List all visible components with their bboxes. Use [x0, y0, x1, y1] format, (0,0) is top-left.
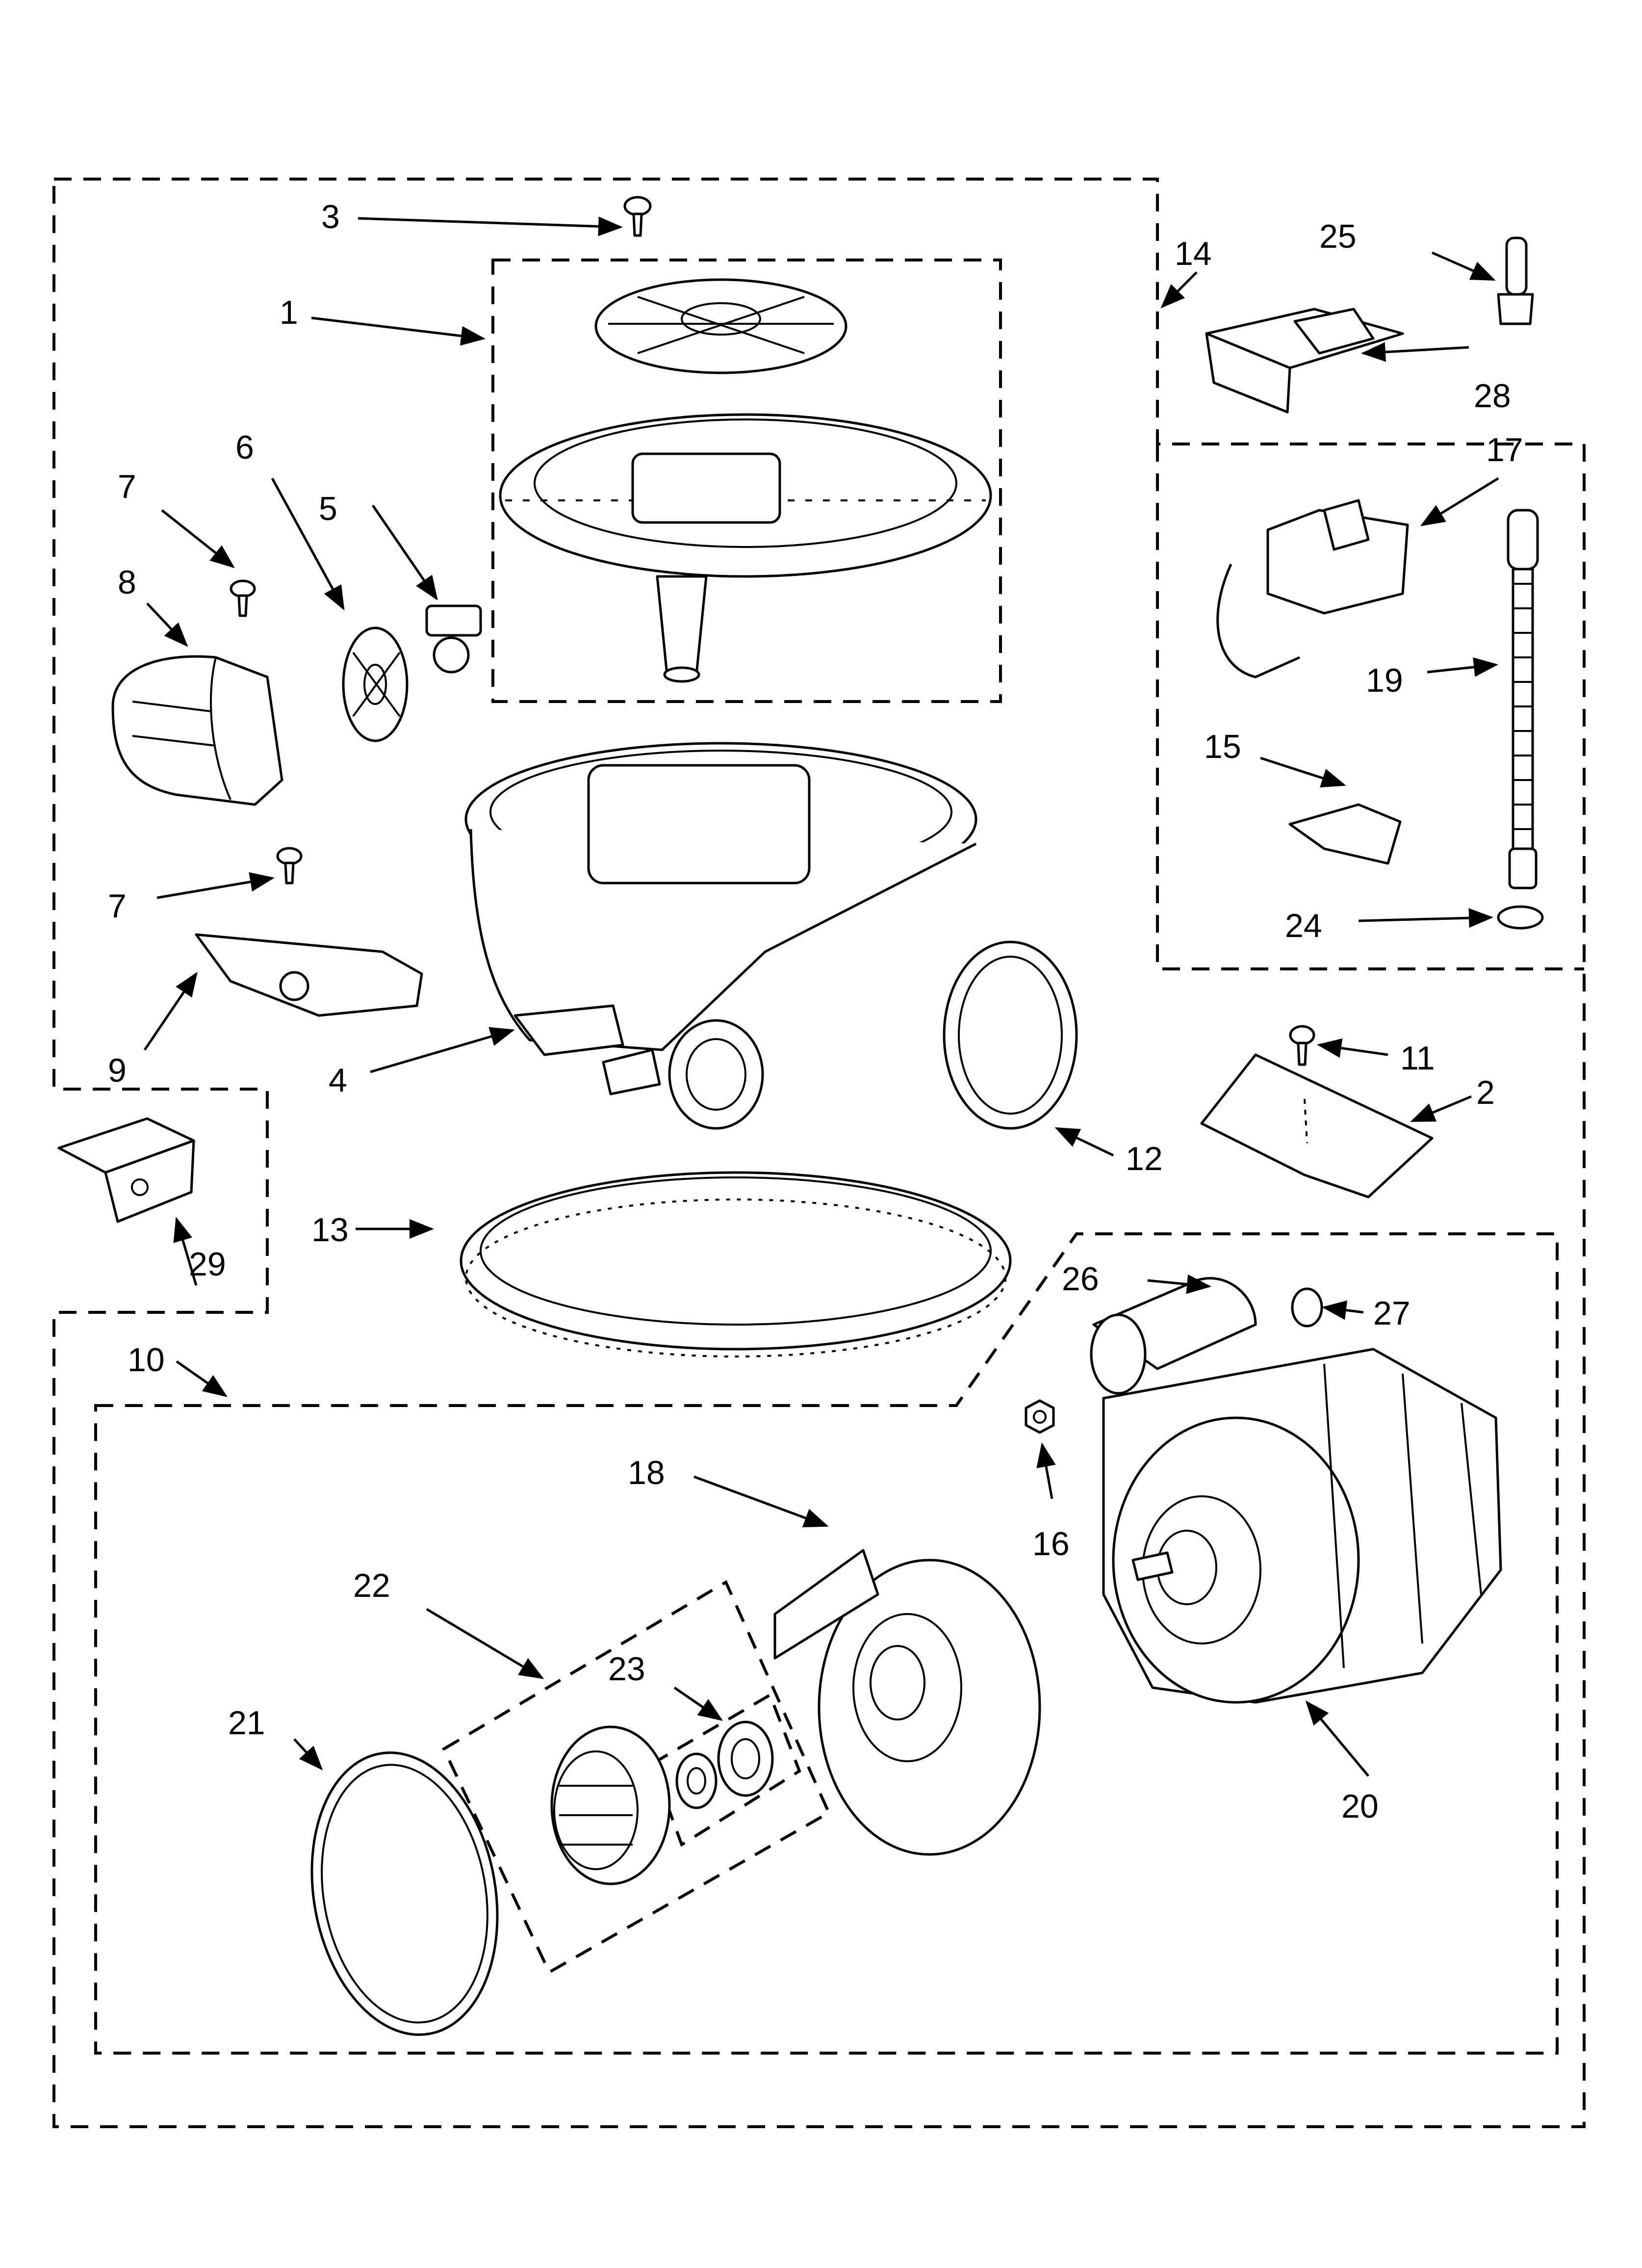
group-1-boundary	[491, 259, 1002, 703]
part-26-capacitor	[1090, 1277, 1257, 1395]
callout-13: 13	[311, 1211, 349, 1249]
callout-25: 25	[1319, 218, 1357, 255]
callout-2: 2	[1476, 1074, 1495, 1111]
callout-20: 20	[1341, 1788, 1379, 1825]
group-10-boundary	[94, 1232, 1559, 2055]
callout-10: 10	[128, 1341, 165, 1379]
part-23-seal-kit	[675, 1721, 774, 1809]
part-19-hose	[1507, 509, 1539, 889]
callout-8: 8	[118, 564, 136, 601]
part-27-cap	[1291, 1287, 1323, 1328]
callout-11: 11	[1400, 1040, 1435, 1077]
part-8-cover	[111, 655, 283, 806]
callout-19: 19	[1366, 662, 1403, 699]
callout-1: 1	[280, 294, 298, 331]
callout-23: 23	[608, 1650, 645, 1688]
part-18-pump-housing	[773, 1549, 1041, 1856]
group-23-boundary	[650, 1693, 801, 1847]
callout-24: 24	[1285, 907, 1322, 944]
callout-6: 6	[235, 429, 254, 466]
callout-29: 29	[189, 1246, 226, 1283]
part-1-spray-arm-assembly	[499, 278, 992, 683]
part-21-o-ring	[310, 1751, 499, 2036]
callout-3: 3	[321, 198, 340, 235]
callout-labels: 1 2 3 4 5 6 7 7 8 9 10 11 12 13 14 15 16…	[108, 198, 1523, 1825]
callout-4: 4	[329, 1062, 347, 1099]
part-29-bracket	[57, 1117, 195, 1223]
callout-27: 27	[1373, 1295, 1411, 1332]
group-22-boundary	[442, 1580, 831, 1975]
part-5-clip	[425, 604, 482, 674]
part-7-screw-lower	[276, 847, 303, 885]
part-17-diverter	[1216, 499, 1409, 678]
callout-15: 15	[1204, 728, 1241, 765]
part-28-bracket	[1205, 308, 1404, 414]
callout-26: 26	[1062, 1260, 1099, 1298]
part-2-shield	[1200, 1053, 1434, 1199]
part-4-sump-housing	[464, 742, 977, 1130]
part-16-nut	[1025, 1399, 1055, 1434]
part-15-clip	[1288, 803, 1402, 865]
callout-22: 22	[353, 1567, 390, 1604]
part-11-screw	[1289, 1025, 1315, 1066]
part-3-screw	[623, 196, 652, 237]
part-9-plate	[195, 933, 423, 1017]
part-24-clamp	[1497, 905, 1544, 930]
callout-14: 14	[1175, 235, 1212, 272]
part-25-sensor	[1497, 236, 1534, 325]
callout-18: 18	[628, 1454, 665, 1491]
callout-28: 28	[1474, 377, 1511, 415]
callout-16: 16	[1032, 1525, 1070, 1563]
leader-lines	[143, 216, 1499, 1777]
part-13-gasket	[460, 1171, 1012, 1357]
part-12-seal	[943, 940, 1078, 1130]
callout-7-lower: 7	[108, 887, 127, 925]
group-14-boundary	[1156, 444, 1584, 970]
callout-9: 9	[108, 1052, 127, 1089]
part-22-impeller	[550, 1725, 671, 1885]
callout-17: 17	[1486, 431, 1523, 469]
main-assembly-boundary	[52, 178, 1586, 2128]
callout-7-upper: 7	[118, 468, 136, 505]
callout-12: 12	[1126, 1140, 1163, 1177]
part-6-chopper-assembly	[342, 626, 409, 742]
part-7-screw-upper	[230, 579, 256, 617]
callout-5: 5	[319, 490, 337, 527]
part-20-motor	[1102, 1348, 1502, 1704]
callout-21: 21	[228, 1704, 265, 1742]
